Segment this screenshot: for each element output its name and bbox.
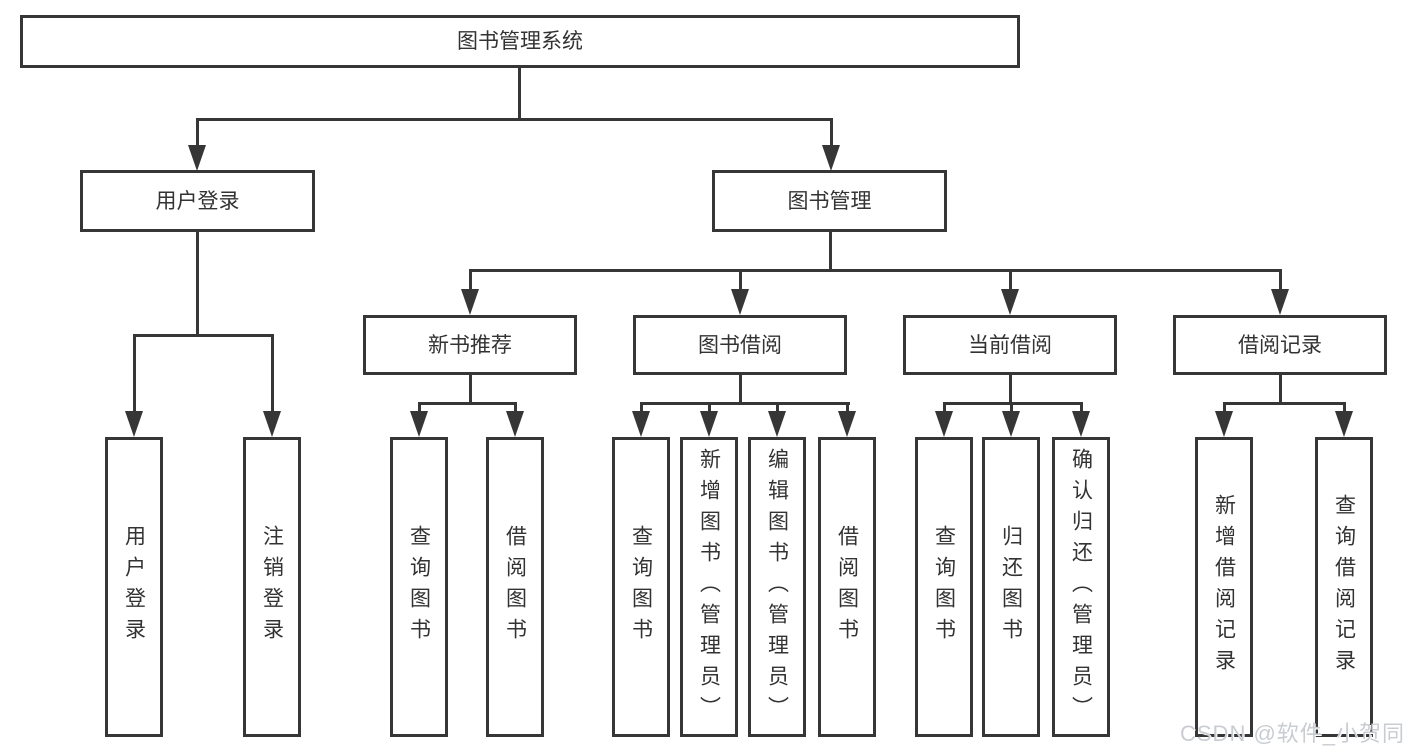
arrow-down-icon — [1072, 411, 1090, 437]
connector-drop — [1009, 402, 1013, 414]
arrow-down-icon — [731, 289, 749, 315]
connector-drop — [1222, 402, 1226, 414]
connector-login-bar — [132, 334, 274, 337]
arrow-down-icon — [822, 145, 840, 171]
connector-drop — [942, 402, 946, 414]
leaf-query-books-borrow: 查询图书 — [612, 437, 670, 737]
node-book-borrow: 图书借阅 — [633, 315, 847, 375]
node-user-login: 用户登录 — [80, 170, 315, 232]
connector-management-stem — [828, 232, 832, 272]
node-book-management: 图书管理 — [712, 170, 947, 232]
leaf-edit-book-admin: 编辑图书（管理员） — [748, 437, 806, 737]
connector-drop — [513, 402, 517, 414]
connector-group1-bar — [417, 402, 517, 405]
arrow-down-icon — [506, 411, 524, 437]
leaf-add-book-admin: 新增图书（管理员） — [680, 437, 738, 737]
arrow-down-icon — [1215, 411, 1233, 437]
connector-drop — [417, 402, 421, 414]
connector-group2-stem — [738, 375, 742, 405]
connector-drop — [1079, 402, 1083, 414]
arrow-down-icon — [1001, 289, 1019, 315]
arrow-down-icon — [935, 411, 953, 437]
arrow-down-icon — [188, 145, 206, 171]
connector-drop — [1342, 402, 1346, 414]
arrow-down-icon — [461, 289, 479, 315]
leaf-query-books-current: 查询图书 — [915, 437, 973, 737]
node-root: 图书管理系统 — [20, 15, 1020, 68]
connector-group4-stem — [1278, 375, 1282, 405]
connector-root-stem — [517, 68, 521, 121]
watermark: CSDN @软件_小贺同学 — [1180, 721, 1405, 746]
arrow-down-icon — [125, 411, 143, 437]
connector-drop-group2 — [738, 269, 742, 292]
connector-drop-login — [195, 118, 199, 148]
arrow-down-icon — [1271, 289, 1289, 315]
arrow-down-icon — [632, 411, 650, 437]
connector-group3-stem — [1008, 375, 1012, 405]
leaf-query-books-recommend: 查询图书 — [390, 437, 448, 737]
arrow-down-icon — [700, 411, 718, 437]
arrow-down-icon — [838, 411, 856, 437]
connector-drop-management — [829, 118, 833, 148]
connector-group1-stem — [468, 375, 472, 405]
node-new-book-recommend: 新书推荐 — [363, 315, 577, 375]
leaf-confirm-return-admin: 确认归还（管理员） — [1052, 437, 1110, 737]
leaf-add-borrow-record: 新增借阅记录 — [1195, 437, 1253, 737]
connector-drop — [775, 402, 779, 414]
leaf-return-book: 归还图书 — [982, 437, 1040, 737]
node-borrow-records: 借阅记录 — [1173, 315, 1387, 375]
connector-root-bar — [195, 118, 833, 121]
connector-group2-bar — [639, 402, 850, 405]
connector-drop — [639, 402, 643, 414]
node-current-borrow: 当前借阅 — [903, 315, 1117, 375]
arrow-down-icon — [768, 411, 786, 437]
connector-group3-bar — [942, 402, 1083, 405]
leaf-borrow-books-recommend: 借阅图书 — [486, 437, 544, 737]
arrow-down-icon — [410, 411, 428, 437]
connector-drop-logout-leaf — [270, 334, 274, 414]
leaf-borrow-books: 借阅图书 — [818, 437, 876, 737]
arrow-down-icon — [263, 411, 281, 437]
connector-drop — [707, 402, 711, 414]
leaf-query-borrow-record: 查询借阅记录 — [1315, 437, 1373, 737]
connector-management-bar — [468, 269, 1282, 272]
arrow-down-icon — [1335, 411, 1353, 437]
connector-drop — [845, 402, 849, 414]
connector-group4-bar — [1222, 402, 1346, 405]
connector-drop-group4 — [1278, 269, 1282, 292]
connector-drop-group3 — [1008, 269, 1012, 292]
connector-drop-user-login-leaf — [132, 334, 136, 414]
connector-login-stem — [195, 232, 199, 337]
leaf-user-login: 用户登录 — [105, 437, 163, 737]
leaf-logout: 注销登录 — [243, 437, 301, 737]
arrow-down-icon — [1002, 411, 1020, 437]
connector-drop-group1 — [468, 269, 472, 292]
